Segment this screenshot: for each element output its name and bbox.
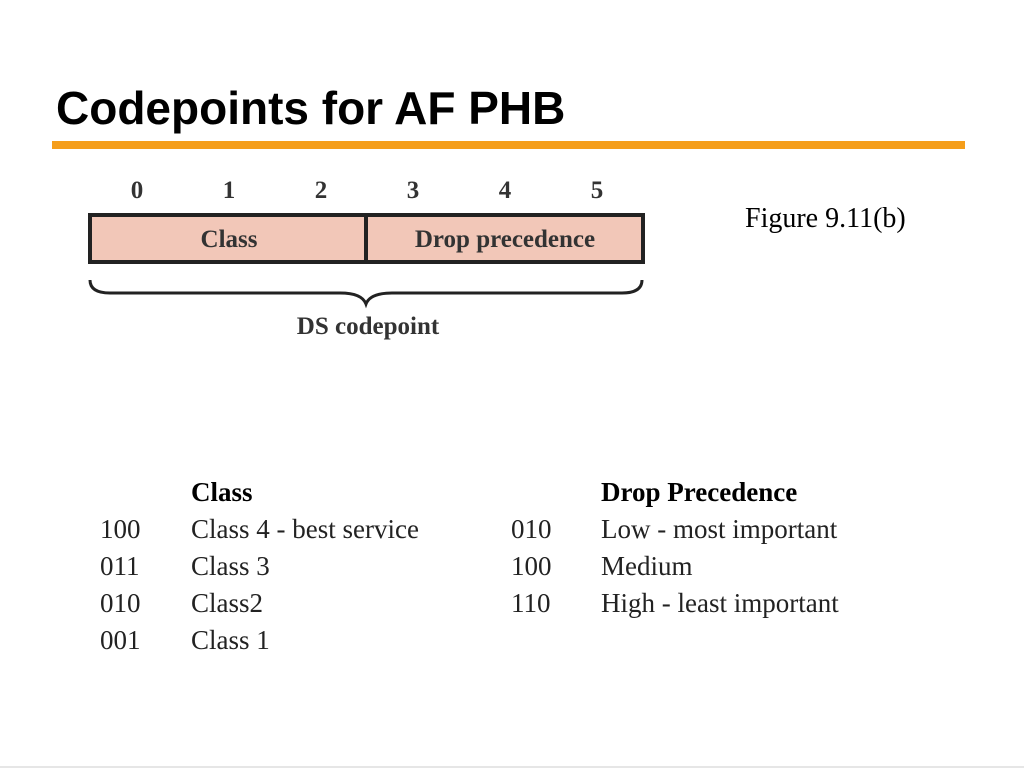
class-table-header: Class [191,477,253,507]
class-field-label: Class [201,226,258,253]
bit-number-5: 5 [591,177,604,204]
class-row-desc: Class 4 - best service [191,514,419,544]
class-row-code: 001 [100,625,141,655]
drop-row-code: 100 [511,551,552,581]
class-row-code: 100 [100,514,141,544]
class-row-code: 010 [100,588,141,618]
drop-row-code: 110 [511,588,551,618]
class-field-box [88,213,368,264]
drop-row-desc: High - least important [601,588,839,618]
drop-table-header: Drop Precedence [601,477,798,507]
drop-row-desc: Low - most important [601,514,838,544]
bit-number-0: 0 [131,177,144,204]
bit-number-3: 3 [407,177,420,204]
drop-row-desc: Medium [601,551,693,581]
drop-row-code: 010 [511,514,552,544]
ds-codepoint-brace [88,279,644,309]
drop-precedence-field-label: Drop precedence [415,226,595,253]
ds-field-diagram: 0 1 2 3 4 5 Class Drop precedence DS cod… [88,177,645,340]
class-row-code: 011 [100,551,140,581]
bit-number-1: 1 [223,177,236,204]
bit-number-2: 2 [315,177,328,204]
class-row-desc: Class 1 [191,625,270,655]
slide-bottom-line [0,766,1024,768]
slide-title: Codepoints for AF PHB [56,82,566,134]
title-underline [52,141,965,149]
figure-label: Figure 9.11(b) [745,203,906,234]
ds-codepoint-label: DS codepoint [297,313,440,340]
class-row-desc: Class 3 [191,551,270,581]
class-row-desc: Class2 [191,588,264,618]
drop-precedence-field-box [364,213,645,264]
bit-number-4: 4 [499,177,512,204]
